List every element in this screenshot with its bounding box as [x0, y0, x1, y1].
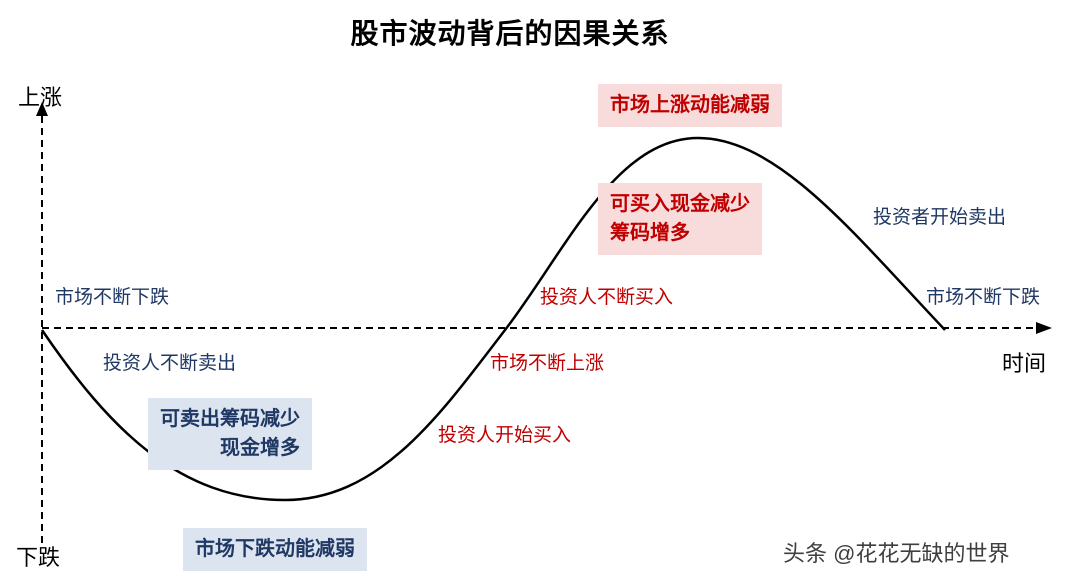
annotation-buy-cash-line1: 可买入现金减少	[610, 193, 750, 215]
y-axis-arrow-icon	[36, 102, 48, 116]
y-axis-top-label: 上涨	[18, 85, 63, 110]
annotation-investors-buying: 投资人不断买入	[540, 287, 674, 308]
annotation-buy-cash-line2: 筹码增多	[610, 222, 690, 244]
watermark-text: 头条 @花花无缺的世界	[783, 541, 1010, 566]
annotation-investors-selling: 投资人不断卖出	[103, 353, 237, 374]
annotation-up-momentum-weaken: 市场上涨动能减弱	[598, 84, 782, 127]
x-axis-arrow-icon	[1036, 322, 1052, 334]
annotation-investors-start-buying: 投资人开始买入	[438, 425, 572, 446]
annotation-market-rising: 市场不断上涨	[490, 353, 605, 374]
x-axis-label: 时间	[1002, 351, 1047, 376]
annotation-sell-chips-line1: 可卖出筹码减少	[160, 408, 300, 430]
annotation-market-falling-left: 市场不断下跌	[55, 287, 170, 308]
market-wave-curve	[40, 136, 946, 502]
annotation-down-momentum-weaken: 市场下跌动能减弱	[183, 528, 367, 571]
annotation-buy-cash-decrease: 可买入现金减少 筹码增多	[598, 183, 762, 255]
y-axis-bottom-label: 下跌	[16, 545, 61, 570]
annotation-market-falling-right: 市场不断下跌	[926, 287, 1041, 308]
annotation-sell-chips-decrease: 可卖出筹码减少 现金增多	[148, 398, 312, 470]
annotation-sell-chips-line2: 现金增多	[220, 437, 300, 459]
page-title: 股市波动背后的因果关系	[350, 18, 670, 49]
annotation-investors-start-selling: 投资者开始卖出	[873, 207, 1007, 228]
